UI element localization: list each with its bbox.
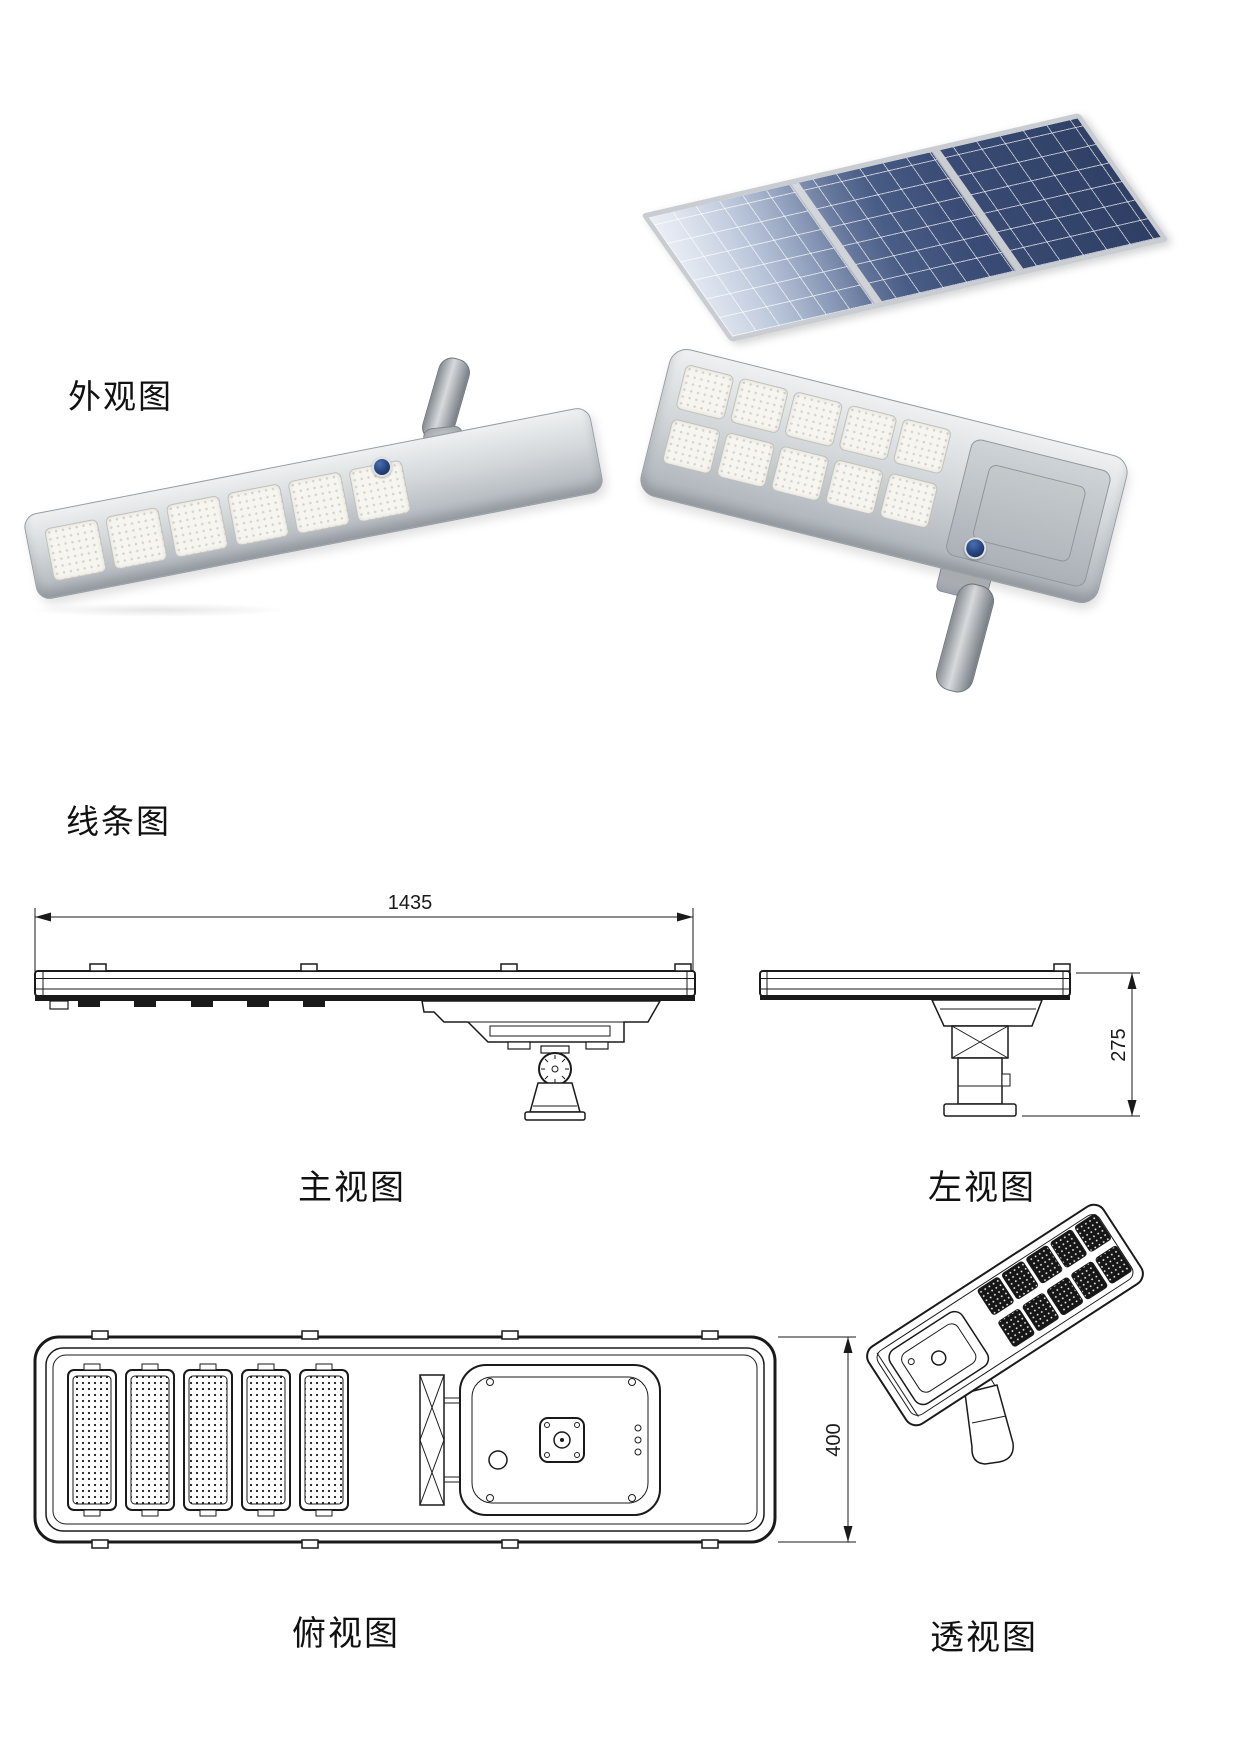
line-drawing-section-label: 线条图	[66, 803, 171, 840]
lamp-body	[22, 405, 605, 602]
lamp-body	[636, 345, 1132, 607]
led-module	[165, 494, 229, 559]
led-module	[661, 418, 722, 475]
front-lamp-outline	[34, 963, 696, 1010]
perspective-led-modules	[977, 1214, 1132, 1347]
top-bracket-plate	[459, 1364, 661, 1516]
led-module	[715, 431, 776, 489]
led-module	[783, 390, 844, 448]
top-view-label: 俯视图	[292, 1615, 400, 1653]
led-module	[729, 377, 790, 435]
left-dimension	[1022, 972, 1140, 1117]
left-view-drawing: 275	[759, 963, 1140, 1117]
front-dimension	[34, 908, 694, 974]
perspective-view-drawing	[866, 1203, 1144, 1465]
left-bracket-pole	[930, 999, 1044, 1117]
led-module	[838, 404, 898, 462]
solar-panel	[640, 112, 1170, 343]
front-dim-text: 1435	[388, 892, 433, 914]
top-led-modules	[67, 1363, 349, 1517]
front-view-drawing: 1435	[34, 892, 696, 1121]
led-module	[878, 472, 939, 530]
perspective-lamp-body	[866, 1203, 1144, 1427]
bracket-bay	[943, 437, 1113, 589]
led-module	[675, 363, 735, 421]
panel-glare	[648, 118, 1162, 337]
perspective-view-label: 透视图	[930, 1619, 1038, 1657]
appearance-section-label: 外观图	[68, 378, 173, 415]
bracket-plate	[971, 463, 1088, 564]
led-module	[824, 458, 885, 516]
light-sensor	[372, 457, 392, 477]
top-dimension	[778, 1336, 856, 1543]
top-scissor-frame	[419, 1374, 472, 1506]
top-view-drawing: 400	[33, 1330, 856, 1549]
lamp-render-right	[628, 345, 1168, 715]
front-joint-pole	[524, 1045, 586, 1121]
front-bracket	[421, 1000, 662, 1050]
led-module	[43, 518, 108, 582]
solar-panel-render	[640, 110, 1175, 360]
led-module	[770, 445, 830, 502]
led-module	[104, 506, 169, 571]
perspective-bracket	[888, 1310, 990, 1406]
front-view-label: 主视图	[298, 1169, 406, 1207]
pole-stub	[932, 579, 998, 697]
shadow	[28, 603, 288, 617]
left-lamp-outline	[759, 963, 1071, 1000]
top-dim-text: 400	[823, 1423, 845, 1456]
led-module	[226, 483, 290, 547]
led-module	[892, 418, 953, 475]
left-view-label: 左视图	[928, 1169, 1036, 1207]
left-dim-text: 275	[1108, 1028, 1130, 1061]
led-module	[287, 471, 351, 535]
lamp-render-left	[10, 345, 630, 645]
